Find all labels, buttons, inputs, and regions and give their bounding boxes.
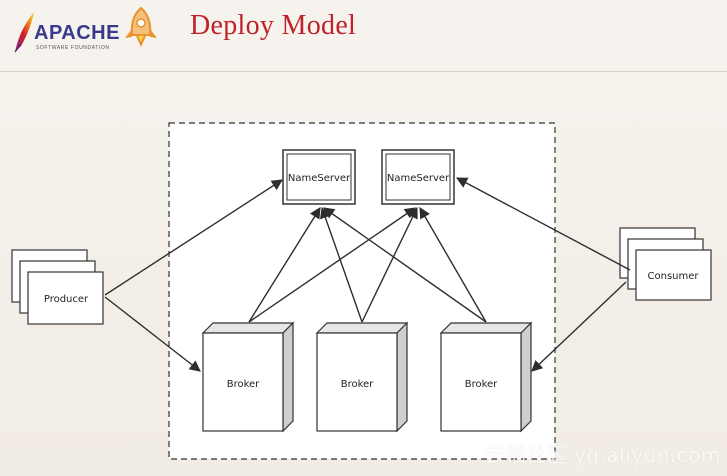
header-divider bbox=[0, 71, 727, 72]
broker-1: Broker bbox=[201, 321, 295, 433]
nameserver-2: NameServer bbox=[381, 149, 455, 205]
broker-3-label: Broker bbox=[465, 379, 498, 390]
watermark: 云栖社区 yq.aliyun.com bbox=[485, 443, 721, 467]
header: APACHE SOFTWARE FOUNDATION Deploy Model bbox=[0, 0, 727, 72]
arrow-broker3-to-ns2 bbox=[419, 207, 487, 323]
broker-1-label: Broker bbox=[227, 379, 260, 390]
consumer-label: Consumer bbox=[648, 271, 700, 282]
arrow-consumer-to-broker bbox=[531, 281, 627, 372]
arrow-broker1-to-ns2 bbox=[248, 207, 416, 323]
nameserver-1-label: NameServer bbox=[288, 173, 351, 184]
arrow-broker2-to-ns2 bbox=[361, 206, 418, 323]
broker-3: Broker bbox=[439, 321, 533, 433]
nameserver-2-label: NameServer bbox=[387, 173, 450, 184]
consumer-group: Consumer bbox=[619, 227, 712, 301]
nameserver-1: NameServer bbox=[282, 149, 356, 205]
rocketmq-logo-icon bbox=[125, 6, 157, 47]
broker-2-label: Broker bbox=[341, 379, 374, 390]
page-title: Deploy Model bbox=[190, 10, 357, 41]
producer-label: Producer bbox=[44, 294, 89, 305]
producer-group: Producer bbox=[11, 249, 104, 325]
apache-tagline: SOFTWARE FOUNDATION bbox=[36, 45, 110, 51]
arrow-broker3-to-ns1 bbox=[323, 207, 487, 323]
arrow-broker1-to-ns1 bbox=[248, 207, 321, 323]
apache-feather-icon bbox=[14, 12, 34, 53]
arrow-consumer-to-nameserver bbox=[456, 177, 631, 271]
broker-2: Broker bbox=[315, 321, 409, 433]
apache-brand: APACHE bbox=[34, 22, 120, 44]
apache-logo: APACHE SOFTWARE FOUNDATION bbox=[12, 8, 120, 54]
arrow-producer-to-nameserver bbox=[104, 179, 283, 296]
arrow-producer-to-broker bbox=[104, 296, 201, 372]
arrow-broker2-to-ns1 bbox=[320, 206, 363, 323]
